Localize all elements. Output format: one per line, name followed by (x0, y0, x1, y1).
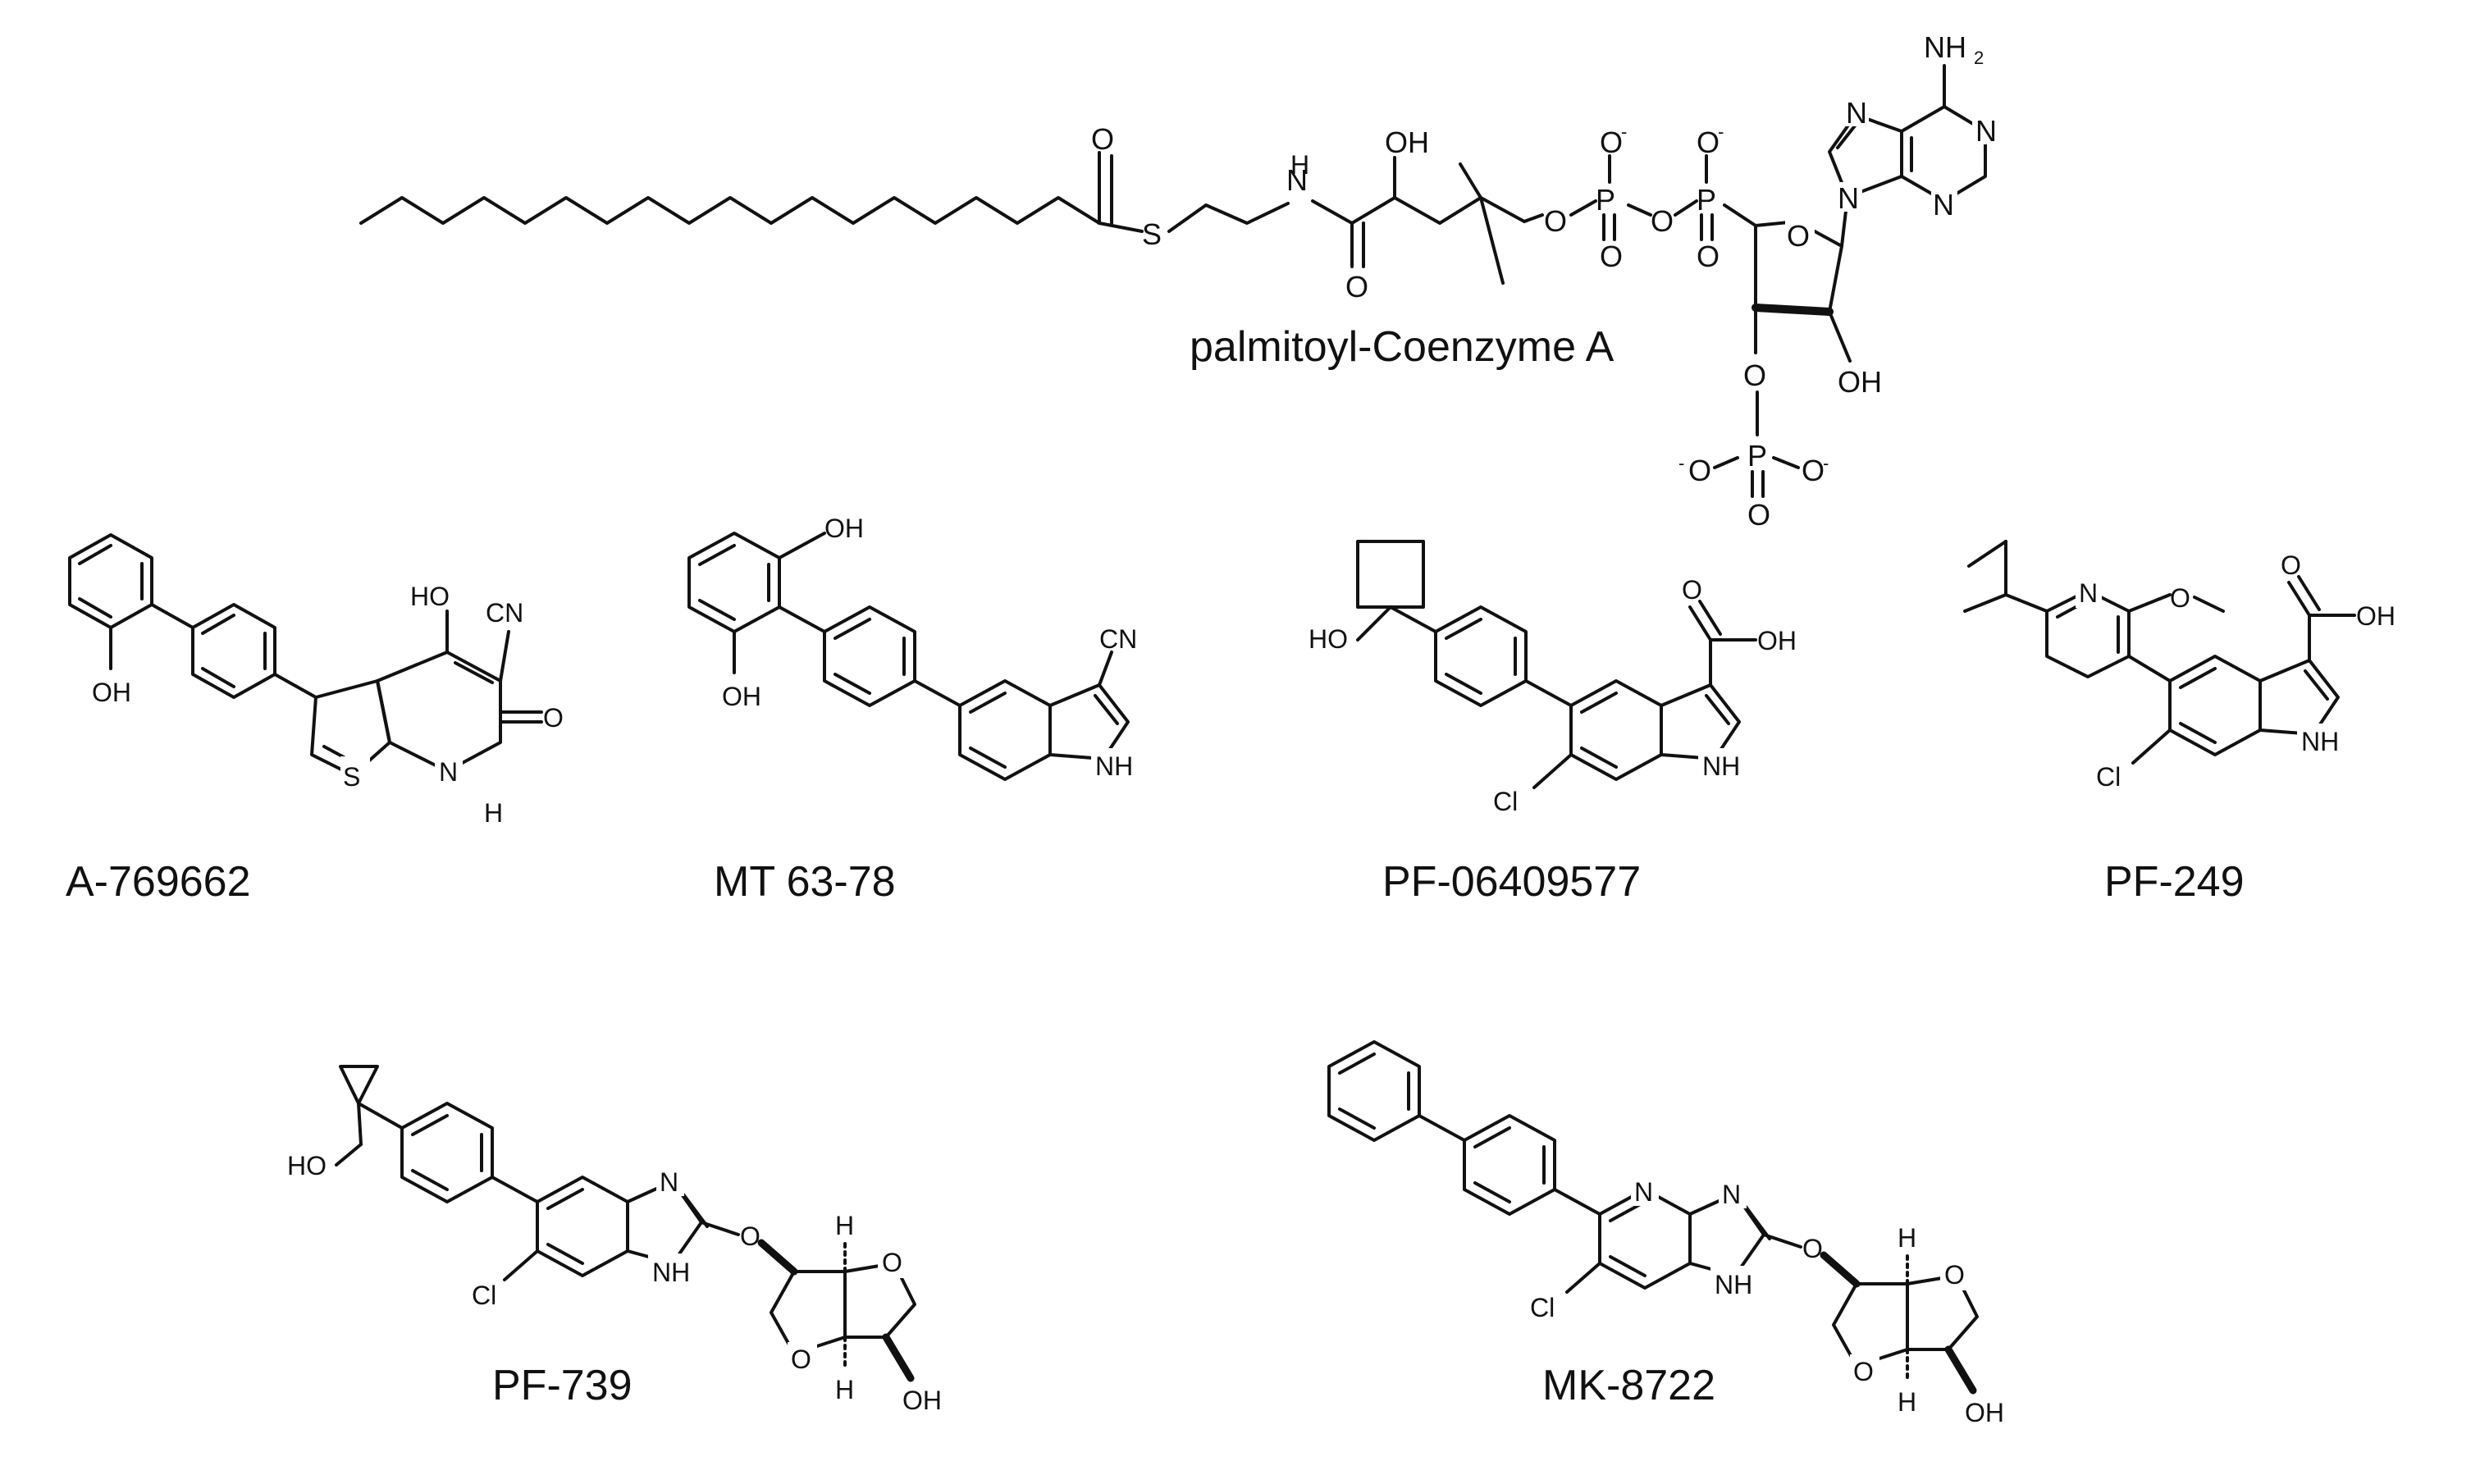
mk8722-pyridine-n-label: N (1634, 1177, 1653, 1207)
a769662-hydroxyl-label: OH (92, 678, 131, 707)
amide-oxygen-label: O (1345, 270, 1368, 304)
caption-mt6378: MT 63-78 (714, 858, 896, 906)
pf739-furan-o-top-label: O (882, 1248, 902, 1277)
mt6378-oh-bottom-label: OH (722, 682, 761, 711)
sulfur-label: S (1142, 217, 1162, 251)
phosphate-oxygen-label-6: O (1802, 454, 1825, 487)
mk8722-structure: N Cl N NH O O O H H OH (1327, 1040, 2004, 1427)
pf739-ether-o-label: O (740, 1221, 760, 1251)
amide-nitrogen-label: N (1286, 163, 1308, 197)
caption-mk8722: MK-8722 (1542, 1362, 1715, 1409)
pf249-nh-label: NH (2301, 727, 2339, 756)
pf06409577-cl-label: Cl (1493, 787, 1518, 816)
phosphorus-label-3: P (1747, 439, 1767, 473)
phosphorus-label-1: P (1596, 183, 1615, 217)
adenine-n3-label: N (1933, 188, 1954, 221)
pf06409577-structure: HO Cl O OH NH (1309, 540, 1797, 816)
a769662-ho-label: HO (410, 582, 450, 611)
carbonyl-oxygen-label: O (1091, 122, 1114, 156)
pf06409577-acid-oh-label: OH (1757, 626, 1797, 655)
phosphate-oxygen-label-3: O (1697, 126, 1720, 159)
phosphate-oxygen-label-1: O (1600, 126, 1623, 159)
mt6378-nh-label: NH (1095, 751, 1133, 781)
phosphate-charge-4: - (1823, 453, 1829, 473)
pf249-pyridine-n-label: N (2079, 578, 2098, 608)
mk8722-imidazole-n-label: N (1722, 1180, 1741, 1209)
bridge-oxygen-label-1: O (1544, 204, 1567, 238)
pf06409577-nh-label: NH (1702, 751, 1740, 781)
a769662-nh-n-label: N (439, 757, 458, 787)
pf739-cl-label: Cl (472, 1281, 496, 1310)
pf739-nh-label: NH (652, 1258, 690, 1287)
a769662-oxo-label: O (543, 703, 564, 733)
pf739-h-bottom-label: H (835, 1375, 854, 1404)
a769662-nh-h-label: H (484, 798, 503, 828)
mt6378-cn-label: CN (1099, 624, 1137, 654)
pf06409577-ho-label: HO (1309, 624, 1348, 654)
ribose-oxygen-label: O (1787, 219, 1810, 253)
pf249-methoxy-o-label: O (2170, 583, 2190, 613)
pf739-ho-label: HO (287, 1151, 327, 1180)
a769662-structure: OH S HO CN O N H (68, 533, 564, 828)
pf249-cl-label: Cl (2096, 762, 2121, 792)
mk8722-furan-o-top-label: O (1944, 1260, 1965, 1290)
adenine-n1-label: N (1975, 114, 1997, 148)
pf739-structure: HO Cl N NH O O O H H OH (287, 1065, 942, 1415)
phosphate-oxygen-label-2: O (1600, 240, 1623, 273)
palmitoyl-chain-bonds (359, 196, 1101, 225)
amine-subscript: 2 (1974, 48, 1984, 68)
mk8722-cl-label: Cl (1530, 1293, 1555, 1322)
palmitoyl-coa-structure: O S N H O OH O P O - O O P O - (359, 30, 1998, 532)
caption-pf06409577: PF-06409577 (1382, 858, 1641, 906)
mt6378-oh-top-label: OH (824, 514, 864, 543)
pf249-structure: N O Cl O OH NH (1963, 540, 2396, 792)
phosphate-charge-3: - (1678, 453, 1684, 473)
phosphate-oxygen-label-4: O (1697, 240, 1720, 273)
amine-label: NH (1924, 30, 1966, 64)
mk8722-furan-o-bottom-label: O (1853, 1357, 1874, 1386)
a769662-cn-label: CN (486, 598, 523, 628)
mk8722-h-top-label: H (1898, 1223, 1916, 1253)
pf739-h-top-label: H (835, 1211, 854, 1240)
phosphate-charge-2: - (1718, 121, 1724, 142)
phosphate-charge-1: - (1621, 121, 1627, 142)
phosphate-oxygen-label-5: O (1688, 454, 1711, 487)
mk8722-h-bottom-label: H (1898, 1387, 1916, 1417)
adenine-n9-label: N (1838, 181, 1859, 215)
caption-pf249: PF-249 (2104, 858, 2245, 906)
phosphate-oxygen-label-7: O (1747, 498, 1770, 532)
a769662-sulfur-label: S (343, 762, 360, 792)
caption-palmitoyl-coa: palmitoyl-Coenzyme A (1190, 323, 1615, 371)
mk8722-nh-label: NH (1715, 1270, 1752, 1299)
mk8722-oh-label: OH (1965, 1398, 2004, 1427)
pf739-imidazole-n-label: N (660, 1167, 678, 1197)
mk8722-ether-o-label: O (1802, 1234, 1823, 1263)
pf249-carbonyl-o-label: O (2281, 550, 2301, 580)
phosphorus-label-2: P (1697, 183, 1716, 217)
pf249-acid-oh-label: OH (2356, 601, 2396, 631)
pf739-furan-o-bottom-label: O (791, 1345, 811, 1374)
mt6378-structure: OH OH CN NH (687, 514, 1140, 781)
caption-pf739: PF-739 (492, 1362, 633, 1409)
caption-a769662: A-769662 (66, 858, 251, 906)
adenine-n7-label: N (1846, 96, 1867, 130)
amide-hydrogen-label: H (1290, 150, 1309, 180)
ribose-hydroxyl-label: OH (1838, 365, 1882, 399)
pf06409577-carbonyl-o-label: O (1682, 575, 1702, 605)
bridge-oxygen-label-2: O (1651, 204, 1674, 238)
phosphate-ester-oxygen-label: O (1743, 358, 1766, 392)
pf739-oh-label: OH (902, 1386, 942, 1415)
hydroxyl-label: OH (1385, 126, 1429, 159)
